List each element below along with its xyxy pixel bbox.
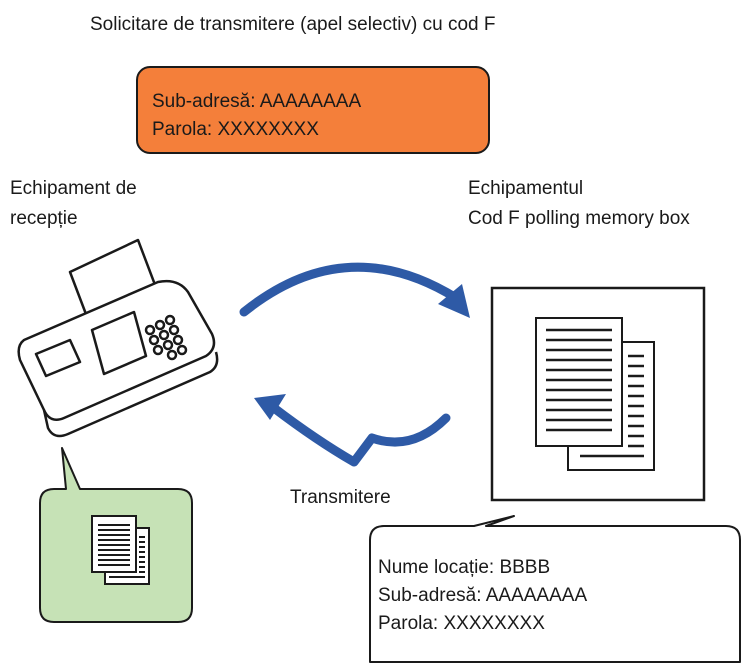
- memory-box-label-line1: Echipamentul: [468, 178, 584, 199]
- stored-document-stack-icon: [535, 317, 655, 471]
- receiver-label: Echipament de recepție: [10, 174, 137, 234]
- transmission-arrow: [254, 394, 451, 467]
- memory-box-callout-text: Nume locație: BBBB Sub-adresă: AAAAAAAA …: [378, 554, 587, 638]
- callout-location-name: Nume locație: BBBB: [378, 557, 551, 578]
- memory-box-callout: [369, 515, 741, 663]
- receiver-label-line2: recepție: [10, 208, 78, 229]
- received-document-stack-icon: [91, 515, 150, 585]
- callout-password: Parola: XXXXXXXX: [378, 613, 545, 634]
- request-arrow: [239, 262, 470, 318]
- received-document-callout: [39, 447, 193, 623]
- diagram-title: Solicitare de transmitere (apel selectiv…: [90, 14, 496, 35]
- callout-sub-address: Sub-adresă: AAAAAAAA: [378, 585, 588, 606]
- request-password: Parola: XXXXXXXX: [152, 119, 319, 140]
- memory-box-label: Echipamentul Cod F polling memory box: [468, 174, 690, 234]
- memory-box-label-line2: Cod F polling memory box: [468, 208, 690, 229]
- receiver-label-line1: Echipament de: [10, 178, 137, 199]
- request-sub-address: Sub-adresă: AAAAAAAA: [152, 91, 362, 112]
- memory-box-equipment: [490, 286, 706, 502]
- fax-machine-icon: [17, 238, 219, 438]
- transmission-label: Transmitere: [290, 487, 391, 508]
- request-box: Sub-adresă: AAAAAAAA Parola: XXXXXXXX: [136, 66, 490, 154]
